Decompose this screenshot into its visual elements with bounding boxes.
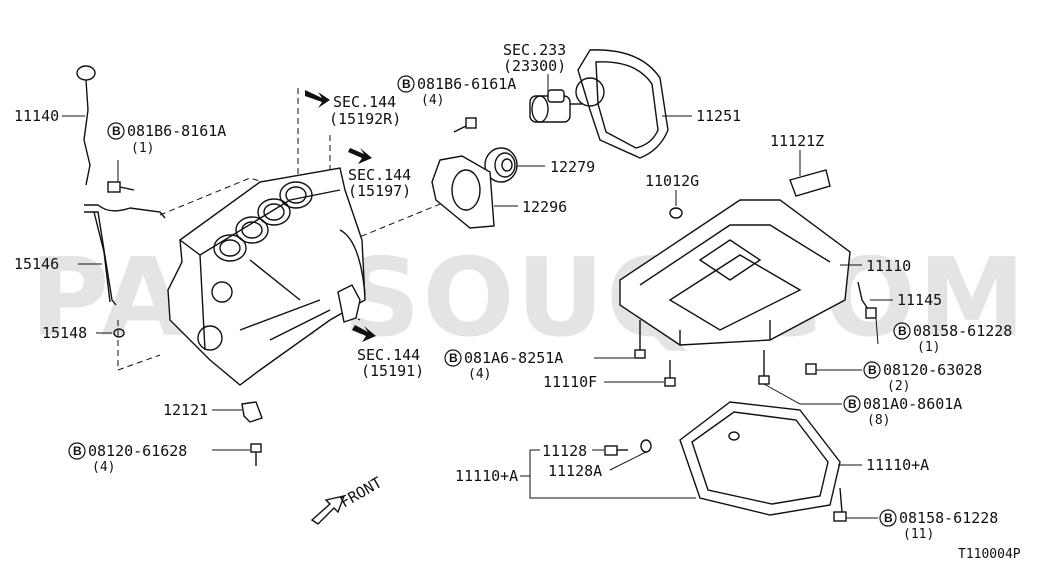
lower-oil-pan-drawing[interactable]	[679, 401, 841, 516]
bolt-qty-3: (4)	[92, 460, 115, 475]
label-11110a-lower: 11110+A	[866, 456, 929, 474]
sec-ref-3: (15191)	[361, 362, 424, 380]
bolt-badge-7: B	[843, 395, 861, 413]
bolt-code-5: 08158-61228	[913, 322, 1012, 340]
sensor-drawing[interactable]	[857, 281, 877, 319]
label-11140: 11140	[14, 107, 59, 125]
svg-text:B: B	[402, 77, 411, 91]
sec-ref-1: (15192R)	[329, 110, 401, 128]
bolt-qty-1: (1)	[131, 141, 154, 156]
drain-plug-drawing[interactable]	[604, 439, 652, 456]
starter-drawing[interactable]	[529, 89, 582, 123]
rear-cover-drawing[interactable]	[575, 49, 669, 159]
bolt-code-7: 081A0-8601A	[863, 395, 962, 413]
bolt-badge-4: B	[444, 349, 462, 367]
bolt-drawing-2[interactable]	[453, 117, 477, 133]
bolt-drawing-4[interactable]	[634, 320, 646, 359]
bolt-badge-5: B	[893, 322, 911, 340]
sec-arrow-2	[348, 148, 372, 164]
bolt-badge-3: B	[68, 442, 86, 460]
upper-oil-pan-drawing[interactable]	[619, 199, 851, 346]
svg-text:B: B	[112, 124, 121, 138]
oil-seal-drawing[interactable]	[484, 147, 518, 183]
sec-4: SEC.233	[503, 41, 566, 59]
bolt-drawing-1[interactable]	[107, 181, 135, 193]
dipstick-drawing[interactable]	[76, 65, 96, 186]
svg-text:B: B	[868, 363, 877, 377]
label-11110a-set: 11110+A	[455, 467, 518, 485]
sec-arrow-1	[305, 90, 330, 108]
label-11012g: 11012G	[645, 172, 699, 190]
label-11110f: 11110F	[543, 373, 597, 391]
label-12121: 12121	[163, 401, 208, 419]
svg-text:B: B	[848, 397, 857, 411]
bolt-qty-5: (1)	[917, 340, 940, 355]
front-arrow: FRONT	[310, 473, 385, 525]
bolt-code-6: 08120-63028	[883, 361, 982, 379]
cylinder-block-drawing[interactable]	[167, 167, 366, 386]
bracket-drawing[interactable]	[241, 401, 263, 423]
bracket-11121z-drawing[interactable]	[789, 169, 831, 197]
bolt-badge-1: B	[107, 122, 125, 140]
bolt-drawing-8[interactable]	[833, 487, 847, 522]
bolt-badge-6: B	[863, 361, 881, 379]
bolt-code-1: 081B6-8161A	[127, 122, 226, 140]
label-11128a: 11128A	[548, 462, 602, 480]
svg-text:B: B	[884, 511, 893, 525]
bolt-drawing-3[interactable]	[250, 443, 262, 466]
label-15146: 15146	[14, 255, 59, 273]
label-12296: 12296	[522, 198, 567, 216]
sec-ref-4: (23300)	[503, 57, 566, 75]
bolt-badge-2: B	[397, 75, 415, 93]
label-11251: 11251	[696, 107, 741, 125]
bolt-code-2: 081B6-6161A	[417, 75, 516, 93]
tube-drawing[interactable]	[84, 204, 166, 306]
svg-text:B: B	[898, 324, 907, 338]
label-15148: 15148	[42, 324, 87, 342]
bolt-code-8: 08158-61228	[899, 509, 998, 527]
bolt-qty-4: (4)	[468, 367, 491, 382]
label-11121z: 11121Z	[770, 132, 824, 150]
washer-drawing[interactable]	[669, 207, 683, 219]
sec-2: SEC.144	[348, 166, 411, 184]
bolt-11110f-drawing[interactable]	[664, 360, 676, 387]
bolt-qty-2: (4)	[421, 93, 444, 108]
svg-text:B: B	[449, 351, 458, 365]
label-11128: 11128	[542, 442, 587, 460]
sec-arrow-3	[352, 325, 376, 342]
bolt-badge-8: B	[879, 509, 897, 527]
drawing-code: T110004P	[958, 547, 1021, 562]
label-11145: 11145	[897, 291, 942, 309]
label-12279: 12279	[550, 158, 595, 176]
bolt-qty-8: (11)	[903, 527, 934, 542]
oring-drawing[interactable]	[113, 328, 125, 338]
bolt-code-3: 08120-61628	[88, 442, 187, 460]
bolt-qty-7: (8)	[867, 413, 890, 428]
sec-ref-2: (15197)	[348, 182, 411, 200]
front-label: FRONT	[337, 473, 385, 511]
label-11110: 11110	[866, 257, 911, 275]
bolt-code-4: 081A6-8251A	[464, 349, 563, 367]
sec-1: SEC.144	[333, 93, 396, 111]
part-15191-drawing[interactable]	[337, 284, 361, 323]
bolt-drawing-6[interactable]	[805, 363, 817, 375]
bolt-qty-6: (2)	[887, 379, 910, 394]
svg-text:B: B	[73, 444, 82, 458]
sec-3: SEC.144	[357, 346, 420, 364]
retainer-drawing[interactable]	[431, 155, 495, 229]
